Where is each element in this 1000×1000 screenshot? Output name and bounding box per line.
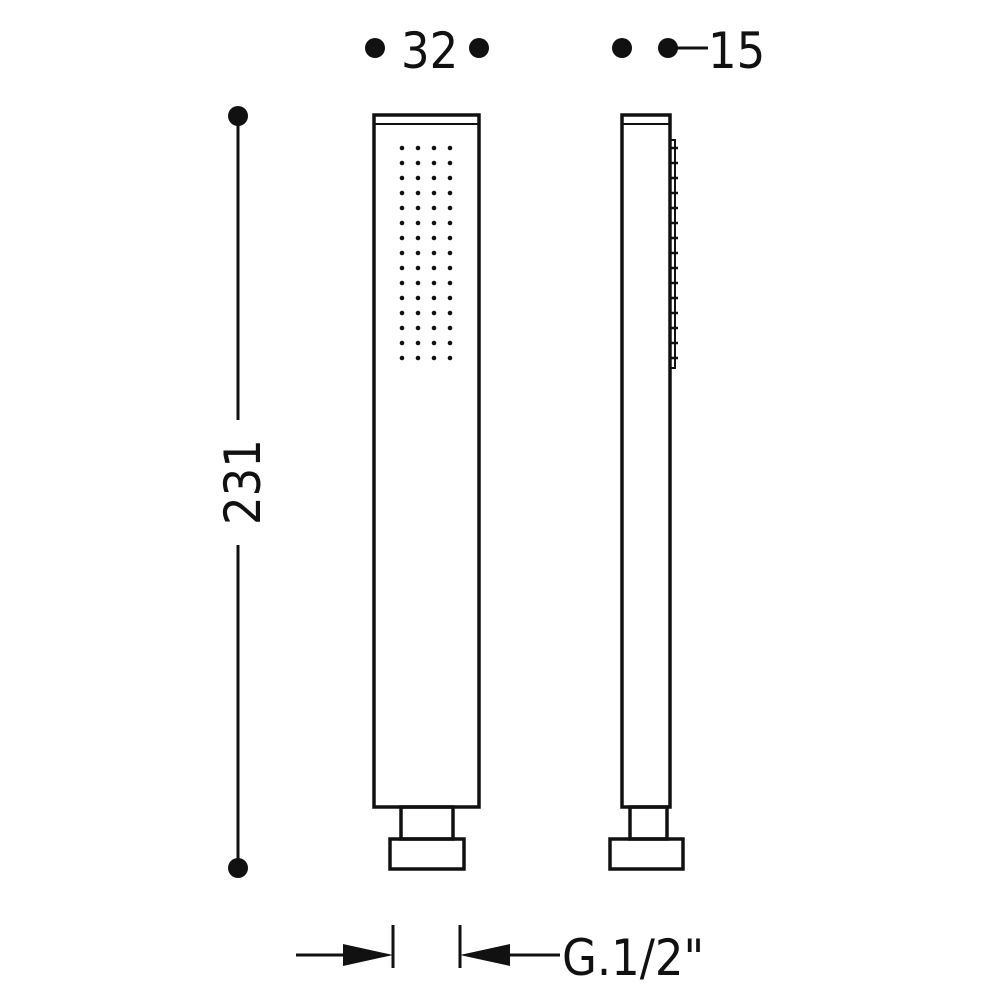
- nozzle-dot: [431, 340, 437, 346]
- thread-dimension: G.1/2": [296, 925, 704, 987]
- nozzle-dot: [447, 280, 453, 286]
- connector-nut-side: [608, 837, 685, 871]
- nozzle-dot: [447, 250, 453, 256]
- thread-label: G.1/2": [562, 929, 704, 987]
- side-width-label: 15: [708, 22, 765, 80]
- connector-neck-front: [399, 805, 455, 841]
- nozzle-dot: [447, 205, 453, 211]
- nozzle-dot: [447, 355, 453, 361]
- nozzle-dot: [447, 340, 453, 346]
- dimension-dot-left: [365, 38, 385, 58]
- nozzle-dot: [415, 235, 421, 241]
- nozzle-dot: [399, 310, 405, 316]
- nozzle-dot: [415, 280, 421, 286]
- nozzle-dot: [447, 190, 453, 196]
- arrowhead-left: [343, 944, 393, 966]
- nozzle-dot: [399, 280, 405, 286]
- nozzle-dot: [415, 145, 421, 151]
- nozzle-dot: [415, 355, 421, 361]
- handle-body-front: [372, 113, 481, 809]
- nozzle-dot: [431, 250, 437, 256]
- nozzle-dot: [431, 220, 437, 226]
- connector-neck-side: [628, 805, 669, 841]
- nozzle-dot: [431, 235, 437, 241]
- nozzle-dot: [415, 160, 421, 166]
- front-width-dimension: 32: [365, 22, 489, 80]
- front-view: [372, 113, 481, 871]
- dimension-dot-bottom: [228, 858, 248, 878]
- nozzle-dot: [447, 325, 453, 331]
- nozzle-dot: [415, 250, 421, 256]
- nozzle-dot: [415, 220, 421, 226]
- nozzle-dot: [399, 265, 405, 271]
- nozzle-dot: [447, 145, 453, 151]
- nozzle-dot: [431, 265, 437, 271]
- nozzle-dot: [431, 325, 437, 331]
- nozzle-dot: [399, 220, 405, 226]
- nozzle-dot: [431, 190, 437, 196]
- dimension-dot-right: [469, 38, 489, 58]
- nozzle-dot: [399, 250, 405, 256]
- handle-body-side: [620, 113, 672, 809]
- arrowhead-right: [460, 944, 510, 966]
- nozzle-dot: [399, 355, 405, 361]
- nozzle-dot: [431, 355, 437, 361]
- nozzle-dot: [399, 325, 405, 331]
- nozzle-dot: [399, 235, 405, 241]
- nozzle-dot: [431, 175, 437, 181]
- dimension-dot-left: [612, 38, 632, 58]
- height-label: 231: [214, 439, 272, 525]
- nozzle-dot: [415, 325, 421, 331]
- nozzle-dot: [447, 310, 453, 316]
- nozzle-dot: [431, 160, 437, 166]
- nozzle-dot: [431, 280, 437, 286]
- connector-nut-front: [388, 837, 466, 871]
- nozzle-teeth: [670, 146, 678, 360]
- nozzle-dot: [399, 175, 405, 181]
- nozzle-dot: [399, 145, 405, 151]
- nozzle-dot: [415, 295, 421, 301]
- nozzle-dot: [399, 340, 405, 346]
- nozzle-dot: [447, 295, 453, 301]
- nozzle-dot: [431, 145, 437, 151]
- side-view: [608, 113, 685, 871]
- nozzle-dot: [415, 190, 421, 196]
- nozzle-dot: [399, 205, 405, 211]
- nozzle-dot: [415, 310, 421, 316]
- nozzle-dot: [415, 205, 421, 211]
- side-width-dimension: 15: [612, 22, 765, 80]
- nozzle-dot: [399, 160, 405, 166]
- nozzle-dot: [415, 175, 421, 181]
- nozzle-dot: [399, 295, 405, 301]
- nozzle-grid: [399, 145, 453, 361]
- height-dimension: 231: [214, 106, 272, 878]
- nozzle-dot: [399, 190, 405, 196]
- nozzle-dot: [431, 295, 437, 301]
- nozzle-dot: [415, 340, 421, 346]
- nozzle-dot: [431, 310, 437, 316]
- nozzle-dot: [431, 205, 437, 211]
- nozzle-dot: [447, 235, 453, 241]
- front-width-label: 32: [401, 22, 458, 80]
- nozzle-dot: [447, 175, 453, 181]
- nozzle-dot: [447, 160, 453, 166]
- nozzle-dot: [447, 265, 453, 271]
- nozzle-dot: [447, 220, 453, 226]
- nozzle-dot: [415, 265, 421, 271]
